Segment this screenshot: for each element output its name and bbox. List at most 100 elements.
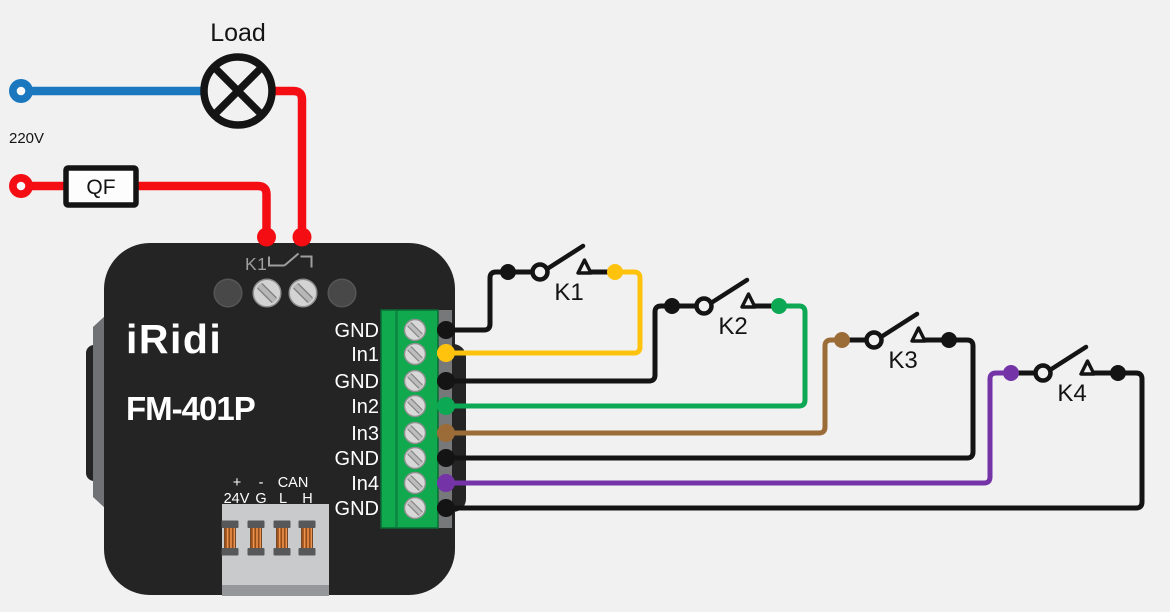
io-screw-icon (405, 498, 426, 519)
mains-circuit: 220V QF Load (9, 19, 307, 233)
label-plus: + (233, 475, 241, 491)
breaker-label: QF (86, 176, 115, 199)
relay-contact-symbol-icon (268, 252, 313, 268)
device-body (104, 243, 455, 595)
switch-lever-icon (544, 243, 586, 272)
switch-gnd-dot (664, 298, 680, 314)
switch-lever-icon (878, 311, 920, 340)
switch-k3: K3 (834, 311, 957, 374)
breaker-icon: QF (63, 165, 139, 208)
io-screw-icon (405, 473, 426, 494)
io-terminal-labels: GND In1 GND In2 In3 GND In4 GND (335, 320, 379, 520)
io-screw-icon (405, 344, 426, 365)
switch-contact-icon (530, 262, 550, 282)
switch-contact-icon (694, 296, 714, 316)
wire-gnd-k4 (437, 370, 1145, 511)
din-rail-strip (93, 315, 106, 509)
actuator-triangle-icon (1079, 359, 1096, 376)
io-terminal-frame (438, 310, 452, 528)
switch-label: K2 (718, 313, 747, 340)
switch-in-dot (834, 332, 850, 348)
actuator-triangle-icon (576, 258, 593, 275)
switch-gnd-dot (500, 264, 516, 280)
switch-label: K4 (1057, 380, 1086, 407)
io-screw-icon (405, 448, 426, 469)
io-terminal-block (380, 309, 452, 529)
io-label-gnd: GND (335, 320, 379, 342)
io-screw-icon (405, 371, 426, 392)
io-label-gnd: GND (335, 498, 379, 520)
dot-gnd (437, 449, 455, 467)
load-label: Load (210, 19, 266, 47)
load-wire-lamp-to-relay (271, 86, 307, 233)
live-connection-dot (257, 227, 276, 247)
mains-terminal-live-icon (9, 174, 33, 198)
switch-k1: K1 (500, 243, 623, 306)
actuator-triangle-icon (740, 292, 757, 309)
switch-contact-icon (1033, 363, 1053, 383)
label-l: L (279, 491, 287, 507)
switch-k2: K2 (664, 277, 787, 340)
switch-k4: K4 (1003, 344, 1126, 407)
io-terminal-green-body (380, 309, 439, 529)
io-label-gnd: GND (335, 448, 379, 470)
switch-label: K3 (888, 347, 917, 374)
dot-gnd (437, 372, 455, 390)
dot-in2 (437, 397, 455, 415)
dot-in3 (437, 424, 455, 442)
wire-gnd-k2 (437, 303, 672, 384)
connector-body (222, 504, 329, 585)
dot-in1 (437, 344, 455, 362)
brand-logo: iRidi (126, 316, 222, 362)
mains-terminal-neutral-icon (9, 79, 33, 103)
io-screw-icon (405, 320, 426, 341)
power-can-connector (221, 504, 329, 596)
io-screw-icon (405, 396, 426, 417)
load-lamp-icon (200, 53, 276, 129)
signal-wires (437, 269, 1145, 511)
wire-gnd-k1 (437, 269, 508, 333)
io-label-in2: In2 (351, 396, 379, 418)
wire-in4 (437, 370, 1011, 486)
fm401p-device: K1 iRidi FM-401P GND In (86, 227, 466, 596)
live-wire-breaker-to-relay (136, 181, 271, 233)
label-24v: 24V (224, 491, 250, 507)
switch-in-dot (1003, 365, 1019, 381)
relay-terminal-unused-icon (213, 278, 243, 308)
wire-in3 (437, 337, 842, 436)
switch-lever-icon (1047, 344, 1089, 373)
terminal-connection-dots (437, 321, 455, 517)
io-label-in4: In4 (351, 473, 379, 495)
voltage-label: 220V (9, 130, 44, 147)
dot-gnd (437, 499, 455, 517)
label-h: H (302, 491, 312, 507)
label-can: CAN (278, 475, 309, 491)
dot-gnd (437, 321, 455, 339)
label-minus: - (259, 475, 264, 491)
label-g: G (255, 491, 266, 507)
switch-lever-icon (708, 277, 750, 306)
switch-gnd-dot (1110, 365, 1126, 381)
io-label-in1: In1 (351, 344, 379, 366)
actuator-triangle-icon (910, 326, 927, 343)
switch-in-dot (771, 298, 787, 314)
relay-indicator-label: K1 (245, 254, 267, 274)
wire-in1 (437, 269, 643, 356)
connector-base (222, 585, 329, 596)
io-screw-icon (405, 423, 426, 444)
power-can-labels: + - CAN 24V G L H (224, 475, 313, 507)
relay-screw-terminal-icon (289, 279, 317, 307)
wire-in2 (437, 303, 808, 409)
relay-terminal-unused-icon (327, 278, 357, 308)
switch-label: K1 (554, 279, 583, 306)
io-label-in3: In3 (351, 423, 379, 445)
relay-screw-terminal-icon (253, 279, 281, 307)
model-label: FM-401P (126, 390, 255, 427)
switch-gnd-dot (941, 332, 957, 348)
load-connection-dot (292, 227, 312, 247)
switch-in-dot (607, 264, 623, 280)
switch-contact-icon (864, 330, 884, 350)
dot-in4 (437, 474, 455, 492)
io-label-gnd: GND (335, 371, 379, 393)
